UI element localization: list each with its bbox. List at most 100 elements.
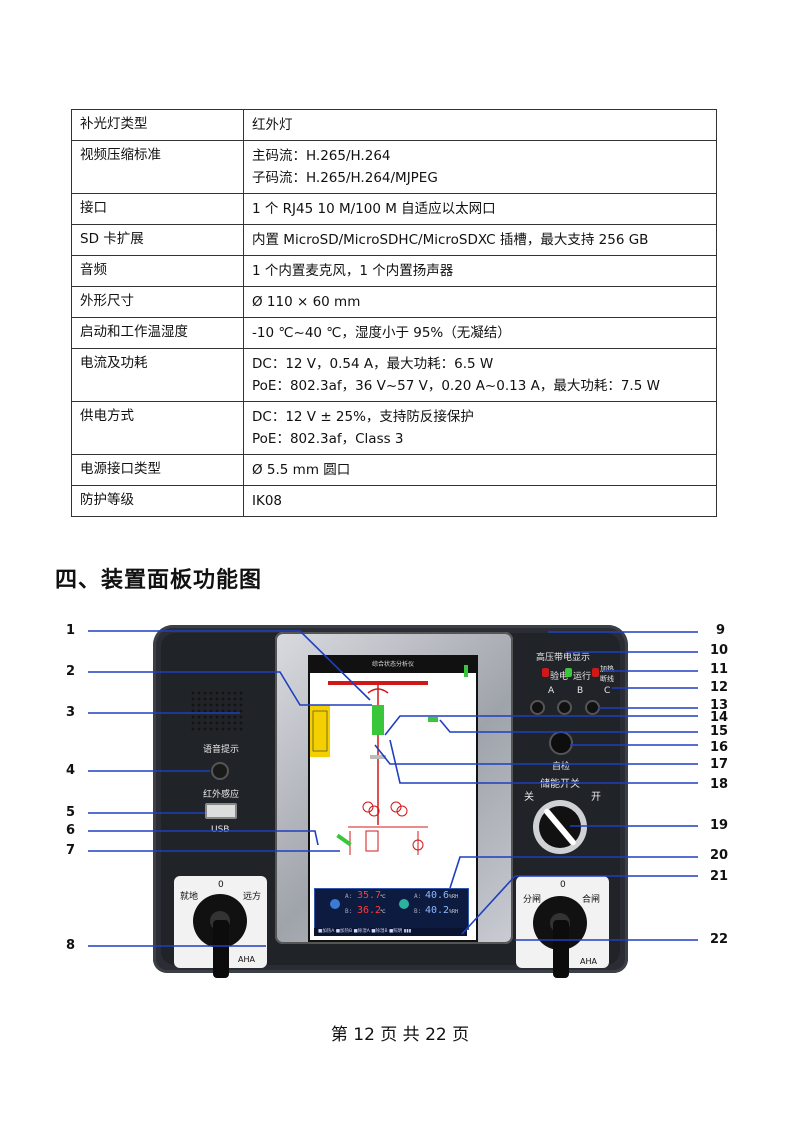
- hum-b-prefix: B:: [414, 908, 422, 915]
- hum-a-unit: %RH: [449, 894, 459, 900]
- led-verify: [542, 668, 549, 677]
- spec-key-text: 启动和工作温湿度: [80, 324, 188, 340]
- section-heading: 四、装置面板功能图: [55, 568, 263, 593]
- indicator-title: 高压带电显示: [536, 653, 591, 663]
- open-close-handle[interactable]: [553, 920, 569, 978]
- left-brand: AHA: [238, 955, 255, 964]
- temp-b-unit: ℃: [380, 909, 386, 915]
- hum-b-unit: %RH: [449, 909, 459, 915]
- spec-key: 电源接口类型: [71, 454, 244, 486]
- speaker-grille: [190, 690, 245, 732]
- humidity-icon: [399, 899, 409, 909]
- spec-key-text: 音频: [80, 262, 107, 278]
- spec-value-line: Ø 110 × 60 mm: [252, 294, 361, 310]
- callout-16: 16: [710, 740, 729, 755]
- callout-6: 6: [66, 823, 76, 838]
- spec-key-text: 外形尺寸: [80, 293, 134, 309]
- ir-label: 红外感应: [203, 790, 240, 800]
- close-label: 合闸: [582, 895, 601, 905]
- spec-value-line: 1 个 RJ45 10 M/100 M 自适应以太网口: [252, 201, 496, 217]
- spec-value: DC：12 V ± 25%，支持防反接保护 PoE：802.3af，Class 3: [243, 401, 717, 455]
- spec-key-text: 电源接口类型: [80, 461, 161, 477]
- usb-port[interactable]: [205, 803, 237, 819]
- temp-a-value: 35.7: [357, 890, 382, 901]
- spec-value: -10 ℃~40 ℃，湿度小于 95%（无凝结）: [243, 317, 717, 349]
- callout-17: 17: [710, 757, 729, 772]
- local-remote-handle[interactable]: [213, 920, 229, 978]
- spec-value-line: 子码流：H.265/H.264/MJPEG: [252, 170, 438, 186]
- temp-a-prefix: A:: [345, 893, 353, 900]
- callout-5: 5: [66, 805, 76, 820]
- spec-value-line: 红外灯: [252, 117, 293, 133]
- table-row: 外形尺寸 Ø 110 × 60 mm: [71, 286, 717, 318]
- spec-key: 电流及功耗: [71, 348, 244, 402]
- energy-switch-knob[interactable]: [533, 800, 587, 854]
- callout-12: 12: [710, 680, 729, 695]
- callout-8: 8: [66, 938, 76, 953]
- callout-21: 21: [710, 869, 729, 884]
- table-row: 视频压缩标准 主码流：H.265/H.264 子码流：H.265/H.264/MJP…: [71, 140, 717, 194]
- usb-label: USB: [211, 825, 230, 835]
- callout-19: 19: [710, 818, 729, 833]
- energy-off-label: 关: [524, 792, 534, 803]
- table-row: 供电方式 DC：12 V ± 25%，支持防反接保护 PoE：802.3af，Cla…: [71, 401, 717, 455]
- hum-a-value: 40.6: [425, 890, 450, 901]
- self-test-button[interactable]: [551, 733, 571, 753]
- spec-value-line: -10 ℃~40 ℃，湿度小于 95%（无凝结）: [252, 325, 511, 341]
- spec-value-line: PoE：802.3af，36 V~57 V，0.20 A~0.13 A，最大功耗…: [252, 378, 660, 394]
- spec-value-line: 内置 MicroSD/MicroSDHC/MicroSDXC 插槽，最大支持 2…: [252, 232, 649, 248]
- callout-11: 11: [710, 662, 729, 677]
- remote-label: 远方: [243, 892, 262, 902]
- label-run: 运行: [573, 672, 592, 682]
- energy-switch-label: 储能开关: [540, 779, 580, 790]
- spec-value-line: 主码流：H.265/H.264: [252, 148, 391, 164]
- callout-20: 20: [710, 848, 729, 863]
- spec-value: 主码流：H.265/H.264 子码流：H.265/H.264/MJPEG: [243, 140, 717, 194]
- local-label: 就地: [180, 892, 199, 902]
- temp-b-prefix: B:: [345, 908, 353, 915]
- callout-13: 13: [710, 698, 729, 713]
- callout-9: 9: [716, 623, 726, 638]
- spec-key-text: 补光灯类型: [80, 116, 148, 132]
- phase-b-label: B: [577, 686, 584, 696]
- spec-key-text: SD 卡扩展: [80, 231, 144, 247]
- callout-22: 22: [710, 932, 729, 947]
- spec-key: 供电方式: [71, 401, 244, 455]
- hum-a-prefix: A:: [414, 893, 422, 900]
- ir-sensor: [213, 764, 227, 778]
- spec-table: 补光灯类型 红外灯视频压缩标准 主码流：H.265/H.264 子码流：H.265/H…: [71, 109, 717, 517]
- test-hole-c[interactable]: [587, 702, 598, 713]
- page-footer: 第 12 页 共 22 页: [330, 1025, 470, 1045]
- phase-a-label: A: [548, 686, 555, 696]
- spec-key: 防护等级: [71, 485, 244, 517]
- label-break: 断线: [600, 675, 614, 683]
- spec-value: 内置 MicroSD/MicroSDHC/MicroSDXC 插槽，最大支持 2…: [243, 224, 717, 256]
- test-hole-a[interactable]: [532, 702, 543, 713]
- spec-key-text: 视频压缩标准: [80, 147, 161, 163]
- callout-18: 18: [710, 777, 729, 792]
- right-brand: AHA: [580, 957, 597, 966]
- phase-c-label: C: [604, 686, 611, 696]
- callout-4: 4: [66, 763, 76, 778]
- open-label: 分闸: [523, 895, 542, 905]
- right-knob-zero: 0: [560, 880, 566, 890]
- spec-value-line: PoE：802.3af，Class 3: [252, 431, 404, 447]
- spec-value-line: DC：12 V ± 25%，支持防反接保护: [252, 409, 474, 425]
- table-row: SD 卡扩展 内置 MicroSD/MicroSDHC/MicroSDXC 插槽，…: [71, 224, 717, 256]
- led-heat: [592, 668, 599, 677]
- screen-title: 综合状态分析仪: [310, 657, 476, 673]
- test-hole-b[interactable]: [559, 702, 570, 713]
- callout-1: 1: [66, 623, 76, 638]
- label-heat: 加热: [600, 665, 614, 673]
- callout-7: 7: [66, 843, 76, 858]
- spec-key-text: 接口: [80, 200, 107, 216]
- temp-a-unit: ℃: [380, 894, 386, 900]
- callout-14: 14: [710, 710, 729, 725]
- left-knob-zero: 0: [218, 880, 224, 890]
- callout-2: 2: [66, 664, 76, 679]
